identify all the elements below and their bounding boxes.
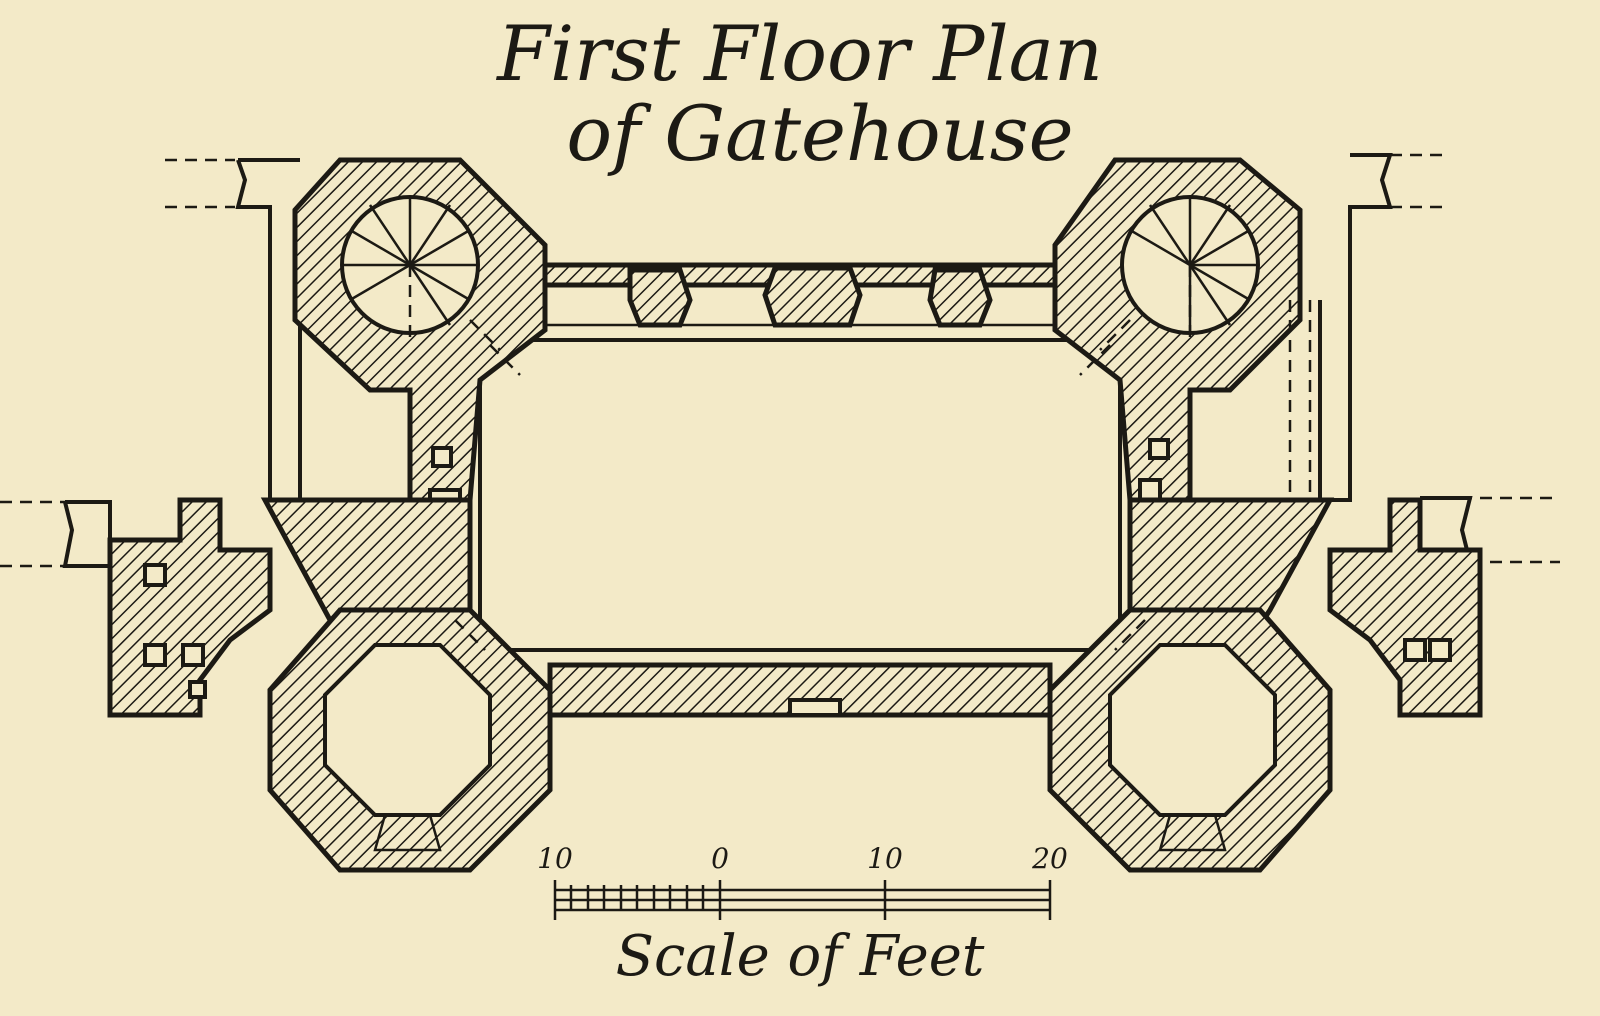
tower-bottom-right: [1047, 607, 1333, 873]
spiral-stair-left: [342, 197, 478, 340]
plan-title-line2: of Gatehouse: [566, 89, 1073, 178]
tower-bottom-left: [267, 607, 553, 873]
scale-caption: Scale of Feet: [616, 924, 985, 989]
back-wall: [547, 662, 1053, 718]
spiral-stair-right: [1129, 197, 1258, 340]
left-link-block: [107, 497, 473, 718]
scale-tick-label: 10: [537, 842, 573, 875]
scale-tick-label: 0: [711, 842, 729, 875]
scale-tick-label: 20: [1031, 842, 1068, 875]
front-wall: [542, 262, 1078, 328]
central-court: [478, 338, 1122, 652]
door-passages: [454, 300, 1312, 651]
scale-bar: 10 0 10 20: [537, 842, 1068, 920]
scale-tick-label: 10: [867, 842, 903, 875]
plan-title-line1: First Floor Plan: [495, 9, 1103, 98]
right-link-block: [1127, 497, 1483, 718]
